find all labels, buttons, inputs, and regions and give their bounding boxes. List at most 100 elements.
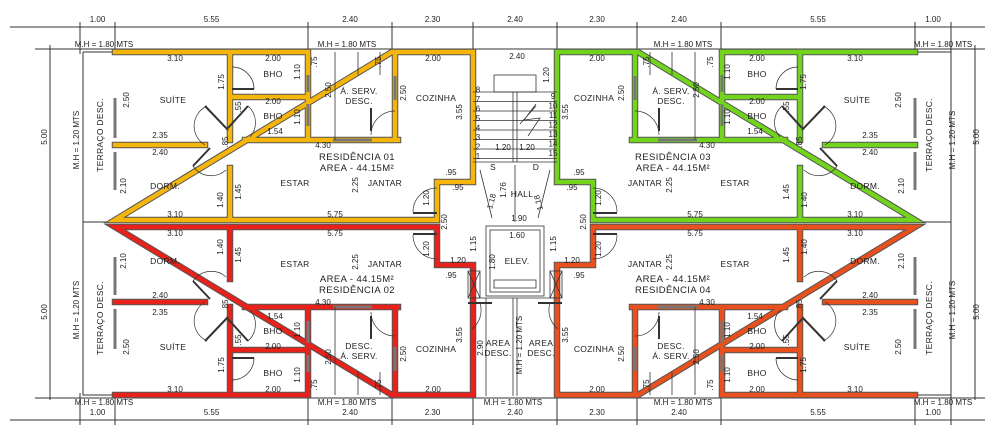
dimension-d55: .55 [234,334,243,346]
dimension-d145: 1.45 [782,247,791,263]
dimension-cozinha: COZINHA [416,93,456,103]
dimension-coz-w: 2.00 [589,54,605,63]
side-right: 2.50 [579,214,588,230]
dimension-d430: 4.30 [315,298,331,307]
dimension-coz-h: 2.50 [617,346,626,362]
step-number: 10 [549,102,558,111]
hall-label: HALL [511,189,533,199]
dimension-bho2-w: 2.00 [265,97,281,106]
top-dimension: 5.55 [204,15,220,24]
dimension-entry: .95 [566,183,578,192]
hall-height: 1.76 [499,182,508,198]
dimension-d145: 1.45 [782,184,791,200]
side-left: 2.50 [440,214,449,230]
terrace-label: TERRAÇO DESC. [95,281,105,355]
bottom-dimension: 2.30 [589,408,605,417]
hall-width: 1.90 [511,214,527,223]
dimension-d430: 4.30 [315,141,331,150]
dimension-bho2-w: 2.00 [265,342,281,351]
dimension-d355: 3.55 [561,327,570,343]
step-number: 5 [476,114,481,123]
dimension-d240: 2.40 [152,291,168,300]
terrace-label: TERRAÇO DESC. [924,281,934,355]
step-number: 12 [549,121,558,130]
terrace-label: TERRAÇO DESC. [924,98,934,172]
dimension-d140: 1.40 [216,239,225,255]
dimension-coz-h: 2.50 [399,85,408,101]
dimension-d75b: .75 [642,379,651,391]
dimension-dorm-w: 3.10 [167,210,183,219]
step-number: 6 [476,105,481,114]
mh-label-bottom: M.H = 1.80 MTS [484,398,542,407]
step-number: 2 [476,143,481,152]
hall-right: 1.18 [532,193,545,211]
dimension-d430: 4.30 [699,298,715,307]
dimension-d75a: .75 [706,56,715,68]
dimension-d95a: .95 [445,271,457,280]
dimension-bho2-w: 2.00 [749,97,765,106]
elevator-label: ELEV. [505,256,530,266]
residence-name: RESIDÊNCIA 04 [635,285,711,296]
dimension-cozinha: COZINHA [574,344,614,354]
dimension-suite-w: 3.10 [847,385,863,394]
dimension-bho1-w: 2.00 [265,54,281,63]
dimension-d120: 1.20 [594,190,603,206]
dimension-d154: 1.54 [747,312,763,321]
residence-area: AREA - 44.15M² [636,274,710,285]
dimension-d55: .55 [234,101,243,113]
flight-right: 1.20 [519,143,535,152]
dimension-d154: 1.54 [747,127,763,136]
terrace-label: TERRAÇO DESC. [95,98,105,172]
dimension-dorm: DORM. [150,256,180,266]
dimension-suite: SUÍTE [844,95,871,105]
dimension-d154: 1.54 [267,312,283,321]
dimension-d225: 2.25 [665,254,674,270]
dimension-d225: 2.25 [351,177,360,193]
mh-label-bottom: M.H = 1.80 MTS [914,398,972,407]
dimension-d145: 1.45 [234,184,243,200]
dimension-estar: ESTAR [280,259,309,269]
dimension-estar: ESTAR [280,178,309,188]
step-number: 9 [551,92,556,101]
step-number: 3 [476,133,481,142]
dimension-dorm-w: 3.10 [167,229,183,238]
dimension-d110b: 1.10 [723,109,732,125]
dimension-dorm-h: 2.10 [119,253,128,269]
dimension-coz-w: 2.00 [425,54,441,63]
top-dimension: 2.40 [342,15,358,24]
stair-core [467,74,563,396]
dimension-d240: 2.40 [152,148,168,157]
dimension-aserv2: DESC. [345,96,372,106]
elevator-shaft [485,225,545,297]
stair-up: S [490,162,496,172]
dimension-d110a: 1.10 [293,367,302,383]
dimension-entry: .95 [452,183,464,192]
mh-label-top: M.H = 1.80 MTS [914,40,972,49]
dimension-suite: SUÍTE [160,342,187,352]
bottom-dimension: 2.40 [507,408,523,417]
dimension-d120: 1.20 [422,241,431,257]
mh-label-top: M.H = 1.80 MTS [654,40,712,49]
step-number: 4 [476,124,481,133]
dimension-jantar: JANTAR [628,178,662,188]
dimension-dorm: DORM. [150,181,180,191]
dimension-d235: 2.35 [862,308,878,317]
core-labels: 2.40 1.20 1.20 1.20 S D HALL 1.76 1.18 1… [440,52,588,374]
dimension-bho1-w: 2.00 [749,385,765,394]
flight-left: 1.20 [495,143,511,152]
dimension-d110a: 1.10 [293,64,302,80]
side-mh-label: M.H = 1.20 MTS [72,111,81,169]
dimension-coz-h: 2.50 [399,346,408,362]
mh-label-bottom: M.H = 1.80 MTS [75,398,133,407]
dimension-d235: 2.35 [152,308,168,317]
dimension-d110b: 1.10 [293,322,302,338]
dimension-aserv: Á. SERV. [652,86,689,96]
dimension-suite-w: 3.10 [847,54,863,63]
dimension-dorm-w: 3.10 [847,229,863,238]
dimension-d140: 1.40 [800,239,809,255]
mh-label-top: M.H = 1.80 MTS [75,40,133,49]
bottom-dimension: 2.30 [425,408,441,417]
dimension-coz-h: 2.50 [617,85,626,101]
elevator-left: 1.15 [469,236,478,252]
step-number: 15 [549,149,558,158]
